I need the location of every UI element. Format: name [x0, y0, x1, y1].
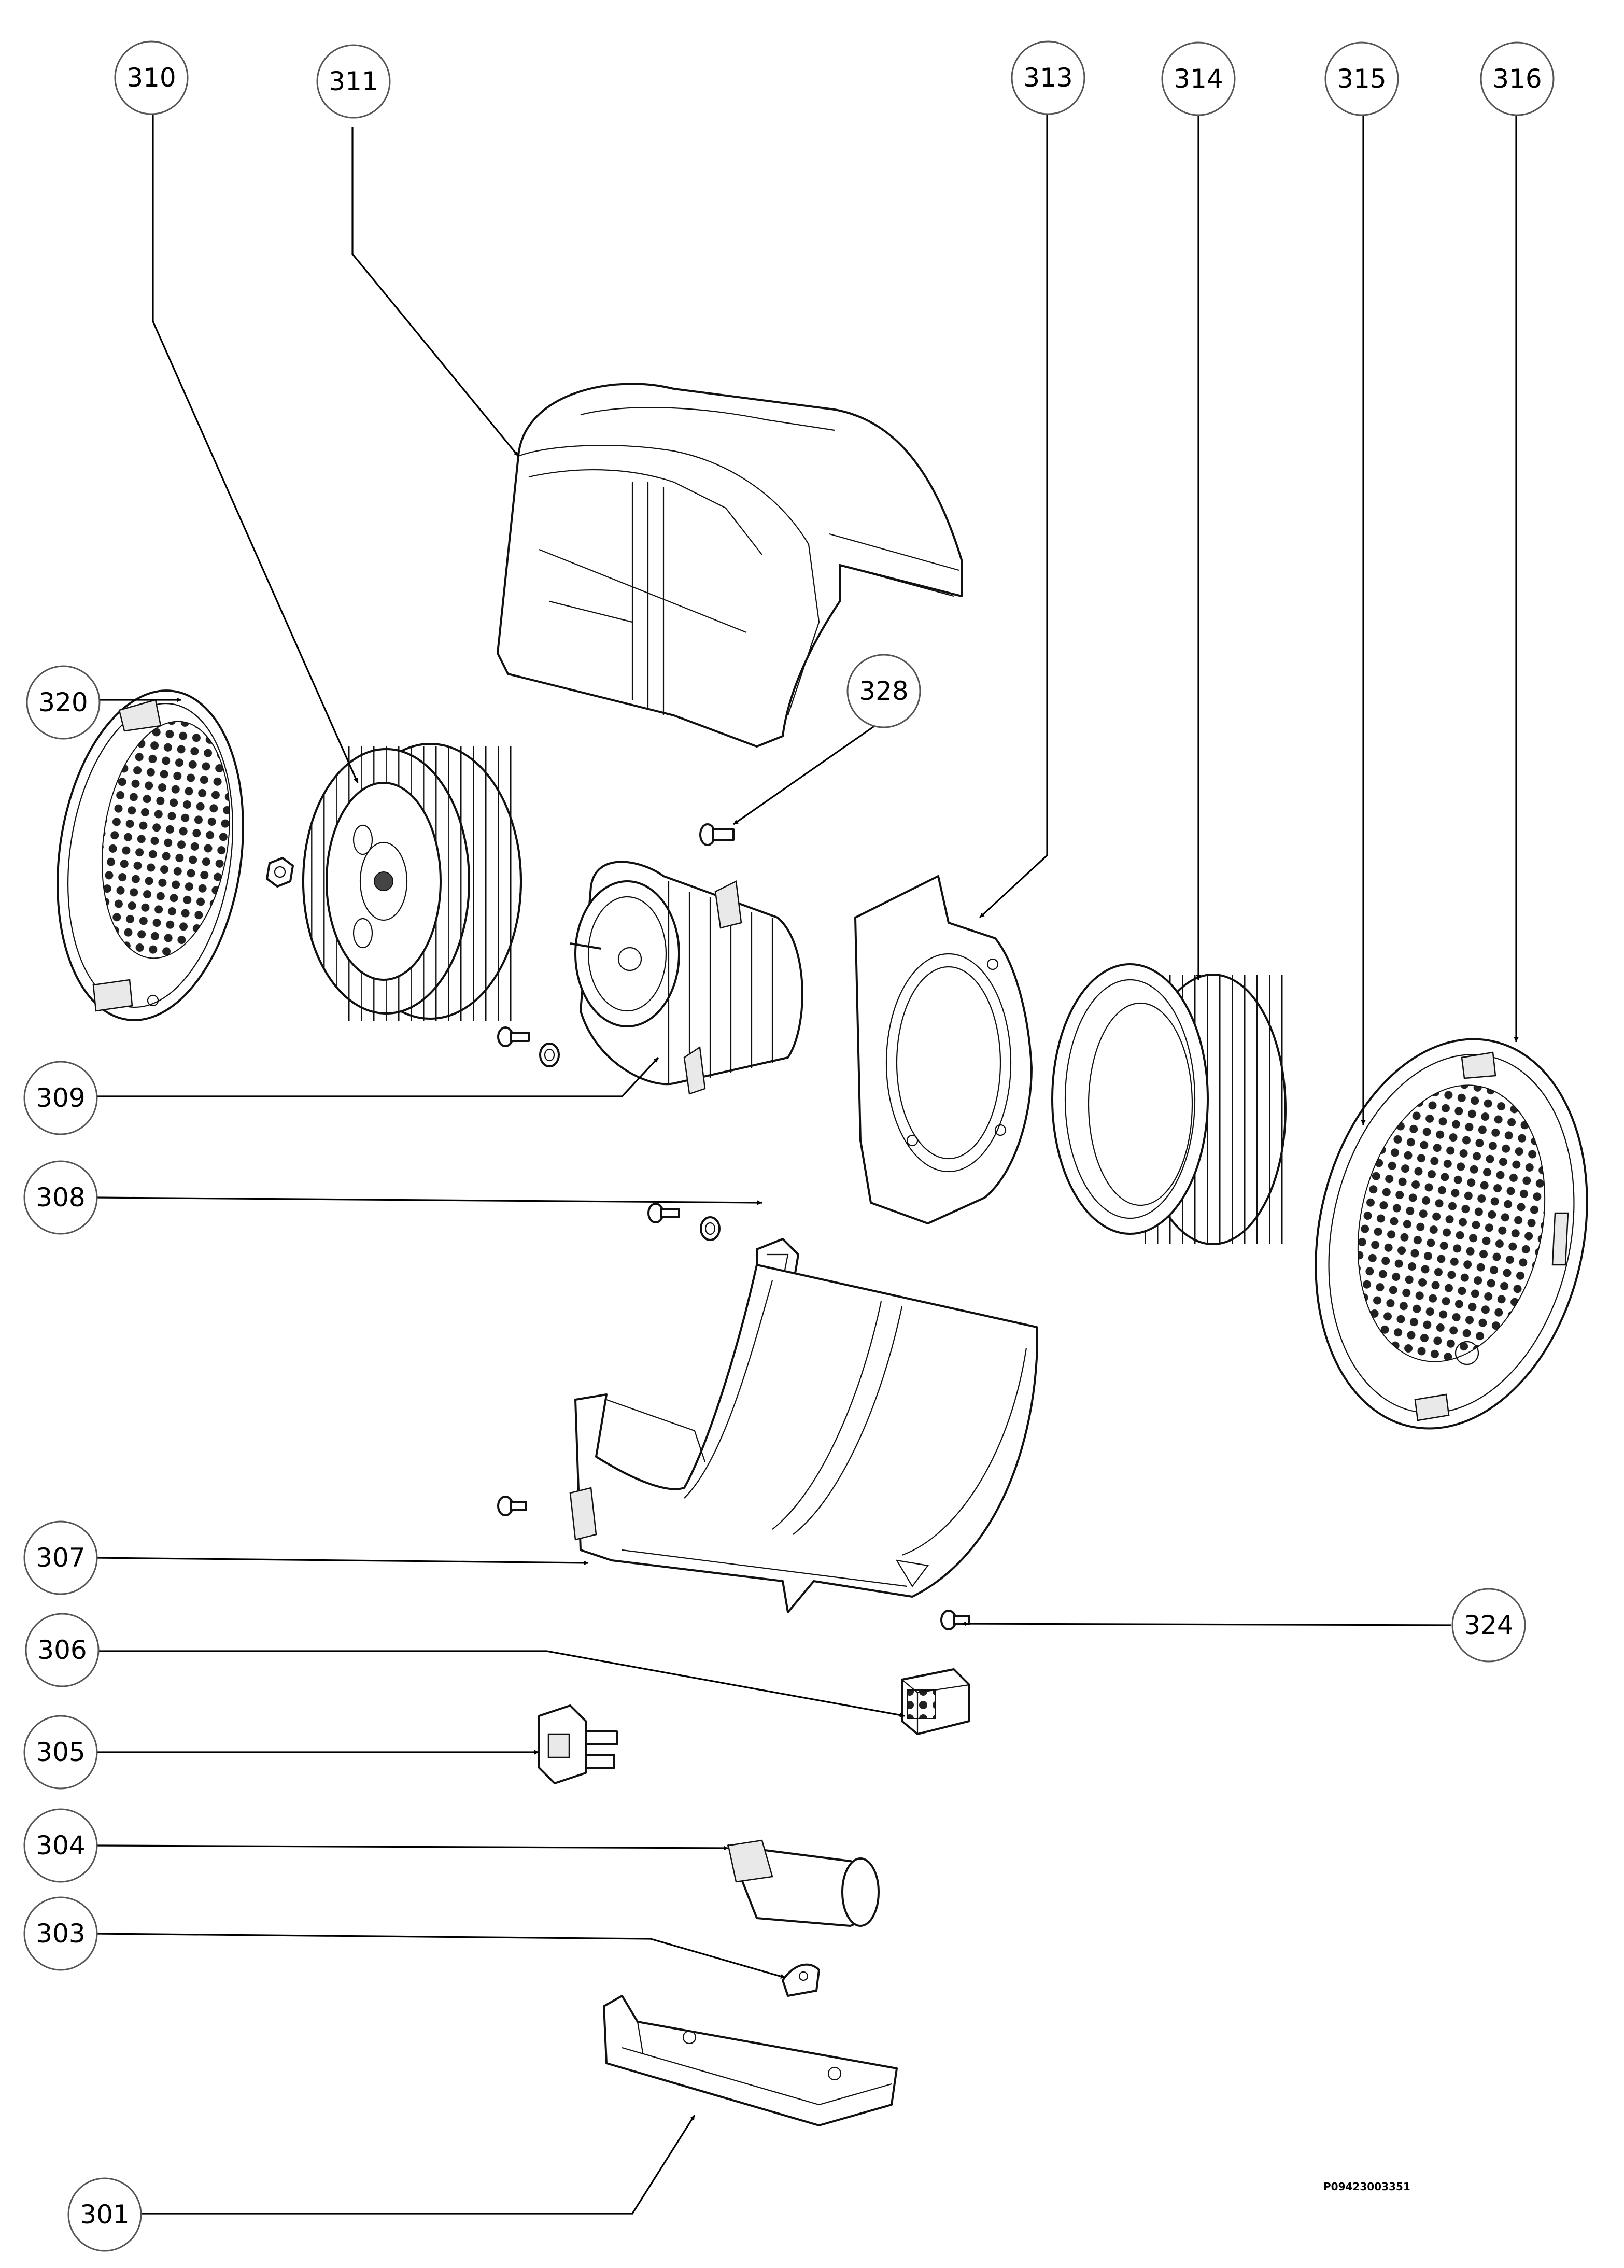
capacitor-304	[727, 1839, 880, 1927]
callout-310: 310	[114, 40, 189, 115]
screw-and-grommet-lower	[647, 1203, 721, 1241]
callout-label: 310	[126, 63, 176, 93]
callout-label: 306	[37, 1635, 87, 1665]
callout-label: 303	[36, 1919, 85, 1949]
motor-309	[570, 861, 803, 1095]
callout-306: 306	[25, 1613, 100, 1687]
callout-303: 303	[23, 1896, 98, 1971]
callout-label: 311	[329, 66, 378, 96]
callout-305: 305	[23, 1715, 98, 1790]
screw-324	[940, 1610, 970, 1630]
callout-313: 313	[1011, 40, 1085, 115]
right-grille-cover-316	[1315, 1038, 1588, 1430]
callout-314: 314	[1161, 41, 1236, 116]
callout-label: 314	[1174, 64, 1223, 94]
callout-label: 308	[36, 1182, 85, 1213]
callout-label: 315	[1337, 64, 1386, 94]
drawing-code: P09423003351	[1323, 2180, 1410, 2193]
callout-label: 328	[859, 676, 908, 706]
callout-label: 301	[80, 2200, 129, 2230]
right-impeller-314	[1051, 963, 1287, 1245]
callout-label: 320	[38, 687, 88, 717]
connector-block-306	[901, 1668, 970, 1735]
leader-lines	[95, 114, 1519, 2215]
callout-label: 309	[36, 1083, 85, 1113]
callout-315: 315	[1324, 41, 1399, 116]
callout-label: 307	[36, 1543, 85, 1573]
hex-nut-small-left	[266, 857, 294, 888]
callout-316: 316	[1480, 41, 1555, 116]
screw-328	[699, 823, 735, 846]
terminal-connector-305	[538, 1704, 618, 1784]
left-impeller-310	[302, 743, 522, 1021]
bottom-cover-plate-301	[603, 1995, 898, 2126]
callout-label: 313	[1023, 63, 1072, 93]
callout-320: 320	[26, 665, 101, 740]
callout-label: 305	[36, 1737, 85, 1767]
callout-308: 308	[23, 1160, 98, 1235]
callout-304: 304	[23, 1808, 98, 1883]
left-grille-cover-320	[57, 689, 244, 1021]
upper-scroll-housing-311	[497, 383, 963, 748]
callout-324: 324	[1451, 1588, 1526, 1663]
callout-311: 311	[316, 44, 391, 119]
callout-label: 316	[1492, 64, 1542, 94]
screw-and-grommet-upper	[497, 1026, 560, 1067]
cable-clamp-303	[782, 1963, 820, 1997]
callout-label: 324	[1464, 1610, 1513, 1640]
callout-307: 307	[23, 1520, 98, 1595]
callout-309: 309	[23, 1061, 98, 1135]
lower-scroll-housing-307	[569, 1264, 1038, 1613]
mounting-plate-313	[854, 875, 1033, 1224]
callout-301: 301	[67, 2177, 142, 2252]
screw-near-307	[497, 1496, 527, 1516]
callout-label: 304	[36, 1830, 85, 1861]
callout-328: 328	[846, 654, 921, 728]
